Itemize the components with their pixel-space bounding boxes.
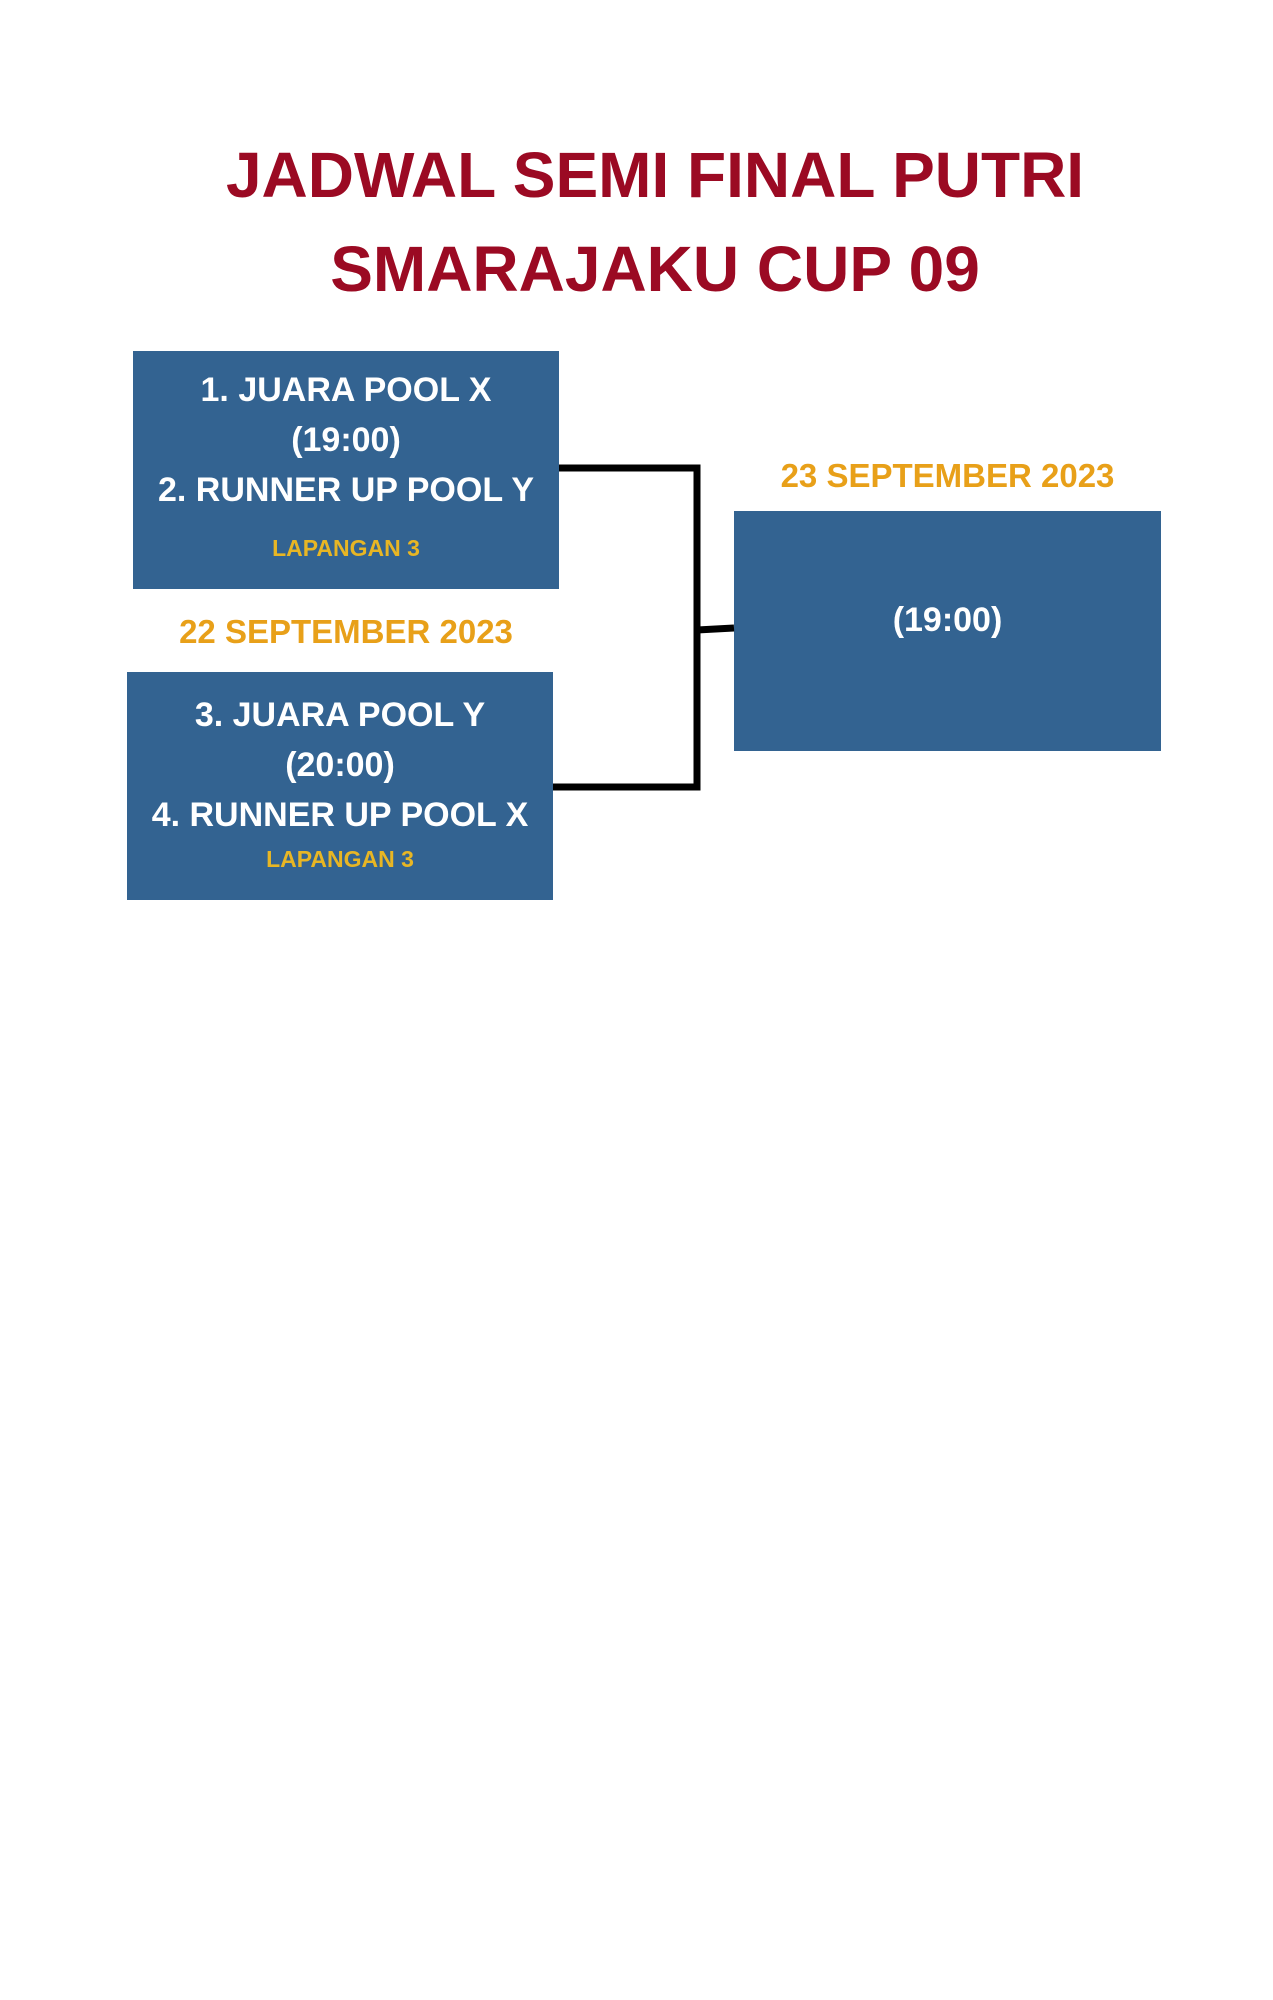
final-box: (19:00) (734, 511, 1161, 751)
semi-final-2-team-2: 4. RUNNER UP POOL X (151, 796, 529, 834)
semi-final-date: 22 SEPTEMBER 2023 (179, 613, 513, 650)
semi-final-2-court: LAPANGAN 3 (266, 846, 414, 872)
semi-final-2-team-1: 3. JUARA POOL Y (194, 696, 486, 734)
semi-final-2-box: 3. JUARA POOL Y (20:00) 4. RUNNER UP POO… (127, 672, 553, 900)
bracket-line (553, 464, 701, 791)
semi-final-2-time: (20:00) (285, 746, 395, 784)
semi-final-1-court: LAPANGAN 3 (272, 535, 420, 561)
final-date: 23 SEPTEMBER 2023 (780, 457, 1115, 494)
title-line-1: JADWAL SEMI FINAL PUTRI (225, 139, 1085, 211)
page-title: JADWAL SEMI FINAL PUTRI SMARAJAKU CUP 09 (0, 128, 1273, 316)
title-line-2: SMARAJAKU CUP 09 (330, 233, 980, 305)
semi-final-1-time: (19:00) (291, 421, 401, 459)
semi-final-1-team-2: 2. RUNNER UP POOL Y (158, 471, 534, 509)
semi-final-1-team-1: 1. JUARA POOL X (200, 371, 492, 409)
semi-final-1-box: 1. JUARA POOL X (19:00) 2. RUNNER UP POO… (133, 351, 559, 589)
final-time: (19:00) (892, 601, 1003, 639)
bracket-final-link (696, 624, 735, 634)
